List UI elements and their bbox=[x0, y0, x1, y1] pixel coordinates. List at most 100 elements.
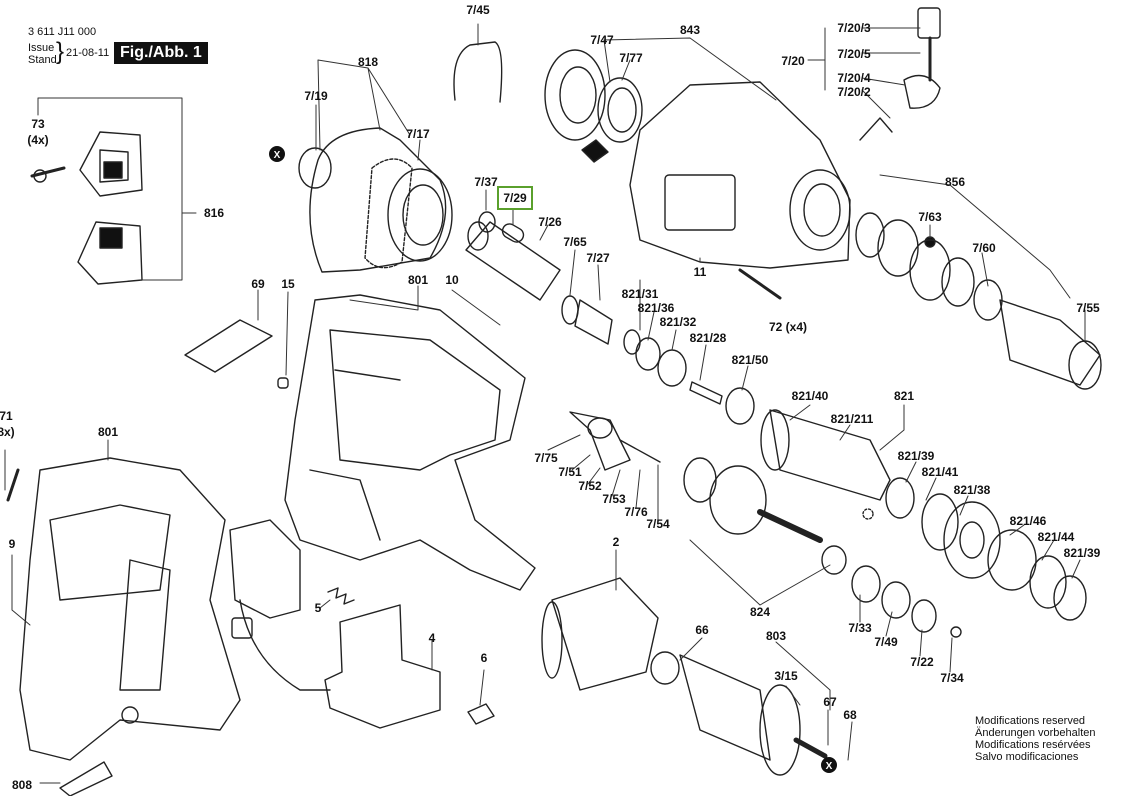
gear-housing-flange bbox=[298, 127, 453, 273]
part-label: 7/29 bbox=[503, 191, 527, 205]
part-label: 821/36 bbox=[638, 301, 675, 315]
part-label: 7/22 bbox=[910, 655, 934, 669]
part-label: 7/37 bbox=[474, 175, 498, 189]
part-label: 69 bbox=[251, 277, 265, 291]
part-label: 821/31 bbox=[622, 287, 659, 301]
brush-holder-assembly bbox=[30, 131, 143, 285]
electronics-module bbox=[324, 604, 441, 729]
part-label: 68 bbox=[843, 708, 857, 722]
part-label: 821/28 bbox=[690, 331, 727, 345]
part-label: 808 bbox=[12, 778, 32, 792]
impact-mechanism-856 bbox=[855, 212, 1102, 390]
note-fr: Modifications resérvées bbox=[975, 739, 1091, 751]
part-label: 7/20/3 bbox=[837, 21, 871, 35]
part-label: 7/19 bbox=[304, 89, 328, 103]
part-label: 7/17 bbox=[406, 127, 430, 141]
part-label: 6 bbox=[481, 651, 488, 665]
part-label: 821/39 bbox=[898, 449, 935, 463]
part-label: 7/20/4 bbox=[837, 71, 871, 85]
part-label: 816 bbox=[204, 206, 224, 220]
part-label: 2 bbox=[613, 535, 620, 549]
part-label: 821/44 bbox=[1038, 530, 1075, 544]
part-label: 821/46 bbox=[1010, 514, 1047, 528]
figure-badge: Fig./Abb. 1 bbox=[114, 42, 208, 64]
stand-label: Stand bbox=[28, 54, 57, 66]
note-en: Modifications reserved bbox=[975, 715, 1086, 727]
motor-housing-half bbox=[284, 294, 536, 591]
clip-and-pin bbox=[184, 319, 289, 389]
spring bbox=[327, 587, 355, 605]
handle-housing-half bbox=[6, 457, 241, 761]
x-marker-bottom bbox=[821, 757, 837, 773]
part-label: 7/49 bbox=[874, 635, 898, 649]
housing-screw bbox=[738, 268, 782, 300]
x-marker-label: X bbox=[274, 150, 281, 161]
piston-cylinder bbox=[465, 211, 561, 301]
part-label: 7/53 bbox=[602, 492, 626, 506]
part-label: 801 bbox=[98, 425, 118, 439]
clutch-gears bbox=[921, 493, 1087, 621]
part-label: (4x) bbox=[27, 133, 48, 147]
gear-housing-843 bbox=[629, 81, 851, 269]
part-label: 7/20/2 bbox=[837, 85, 871, 99]
issue-brace: } bbox=[56, 38, 65, 65]
part-label: 843 bbox=[680, 23, 700, 37]
part-label: 7/51 bbox=[558, 465, 582, 479]
part-label: 7/47 bbox=[590, 33, 614, 47]
part-label: 821/32 bbox=[660, 315, 697, 329]
part-label: 821/41 bbox=[922, 465, 959, 479]
part-label: 818 bbox=[358, 55, 378, 69]
switch-unit bbox=[229, 519, 331, 691]
brush-assembly-720 bbox=[859, 7, 941, 141]
x-marker-top bbox=[269, 146, 285, 162]
part-label: 7/45 bbox=[466, 3, 490, 17]
part-label: 66 bbox=[695, 623, 709, 637]
small-part bbox=[467, 703, 495, 725]
part-label: 7/52 bbox=[578, 479, 602, 493]
part-label: 7/65 bbox=[563, 235, 587, 249]
part-label: 7/63 bbox=[918, 210, 942, 224]
leader-lines bbox=[4, 23, 1086, 784]
bearing-rings bbox=[561, 295, 755, 425]
part-number: 3 611 J11 000 bbox=[28, 26, 97, 38]
piston-seals bbox=[544, 49, 643, 163]
part-label: 71 bbox=[0, 409, 13, 423]
part-label: 821/50 bbox=[732, 353, 769, 367]
part-label: 824 bbox=[750, 605, 770, 619]
shift-fork-parts bbox=[569, 411, 661, 471]
issue-label: Issue bbox=[28, 42, 55, 54]
part-label: 11 bbox=[694, 265, 707, 279]
part-label: 7/76 bbox=[624, 505, 648, 519]
part-label: 8x) bbox=[0, 425, 15, 439]
part-label: 821/40 bbox=[792, 389, 829, 403]
part-label: 3/15 bbox=[774, 669, 798, 683]
part-label: 801 bbox=[408, 273, 428, 287]
intermediate-shaft bbox=[683, 457, 962, 638]
part-label: 67 bbox=[823, 695, 837, 709]
part-label: 7/27 bbox=[586, 251, 610, 265]
part-label: 15 bbox=[281, 277, 295, 291]
modification-notes: Modifications reserved Änderungen vorbeh… bbox=[975, 715, 1095, 763]
part-label: 821/211 bbox=[831, 412, 874, 426]
spindle-assembly bbox=[760, 409, 915, 520]
part-label: 9 bbox=[9, 537, 16, 551]
part-label: 7/55 bbox=[1076, 301, 1100, 315]
spring-clip bbox=[453, 41, 503, 103]
part-label: 803 bbox=[766, 629, 786, 643]
stator-sleeve bbox=[541, 577, 659, 691]
label-plate bbox=[59, 761, 113, 796]
x-marker-label: X bbox=[826, 761, 833, 772]
part-label: 7/26 bbox=[538, 215, 562, 229]
part-label: 4 bbox=[429, 631, 436, 645]
part-label: 856 bbox=[945, 175, 965, 189]
part-label: 821 bbox=[894, 389, 914, 403]
part-label: 72 (x4) bbox=[769, 320, 807, 334]
part-label: 7/77 bbox=[619, 51, 643, 65]
note-es: Salvo modificaciones bbox=[975, 751, 1079, 763]
part-label: 7/60 bbox=[972, 241, 996, 255]
part-label: 5 bbox=[315, 601, 322, 615]
highlight-box-729 bbox=[497, 186, 533, 210]
part-label: 7/33 bbox=[848, 621, 872, 635]
part-label: 7/20 bbox=[781, 54, 805, 68]
armature bbox=[650, 651, 828, 776]
